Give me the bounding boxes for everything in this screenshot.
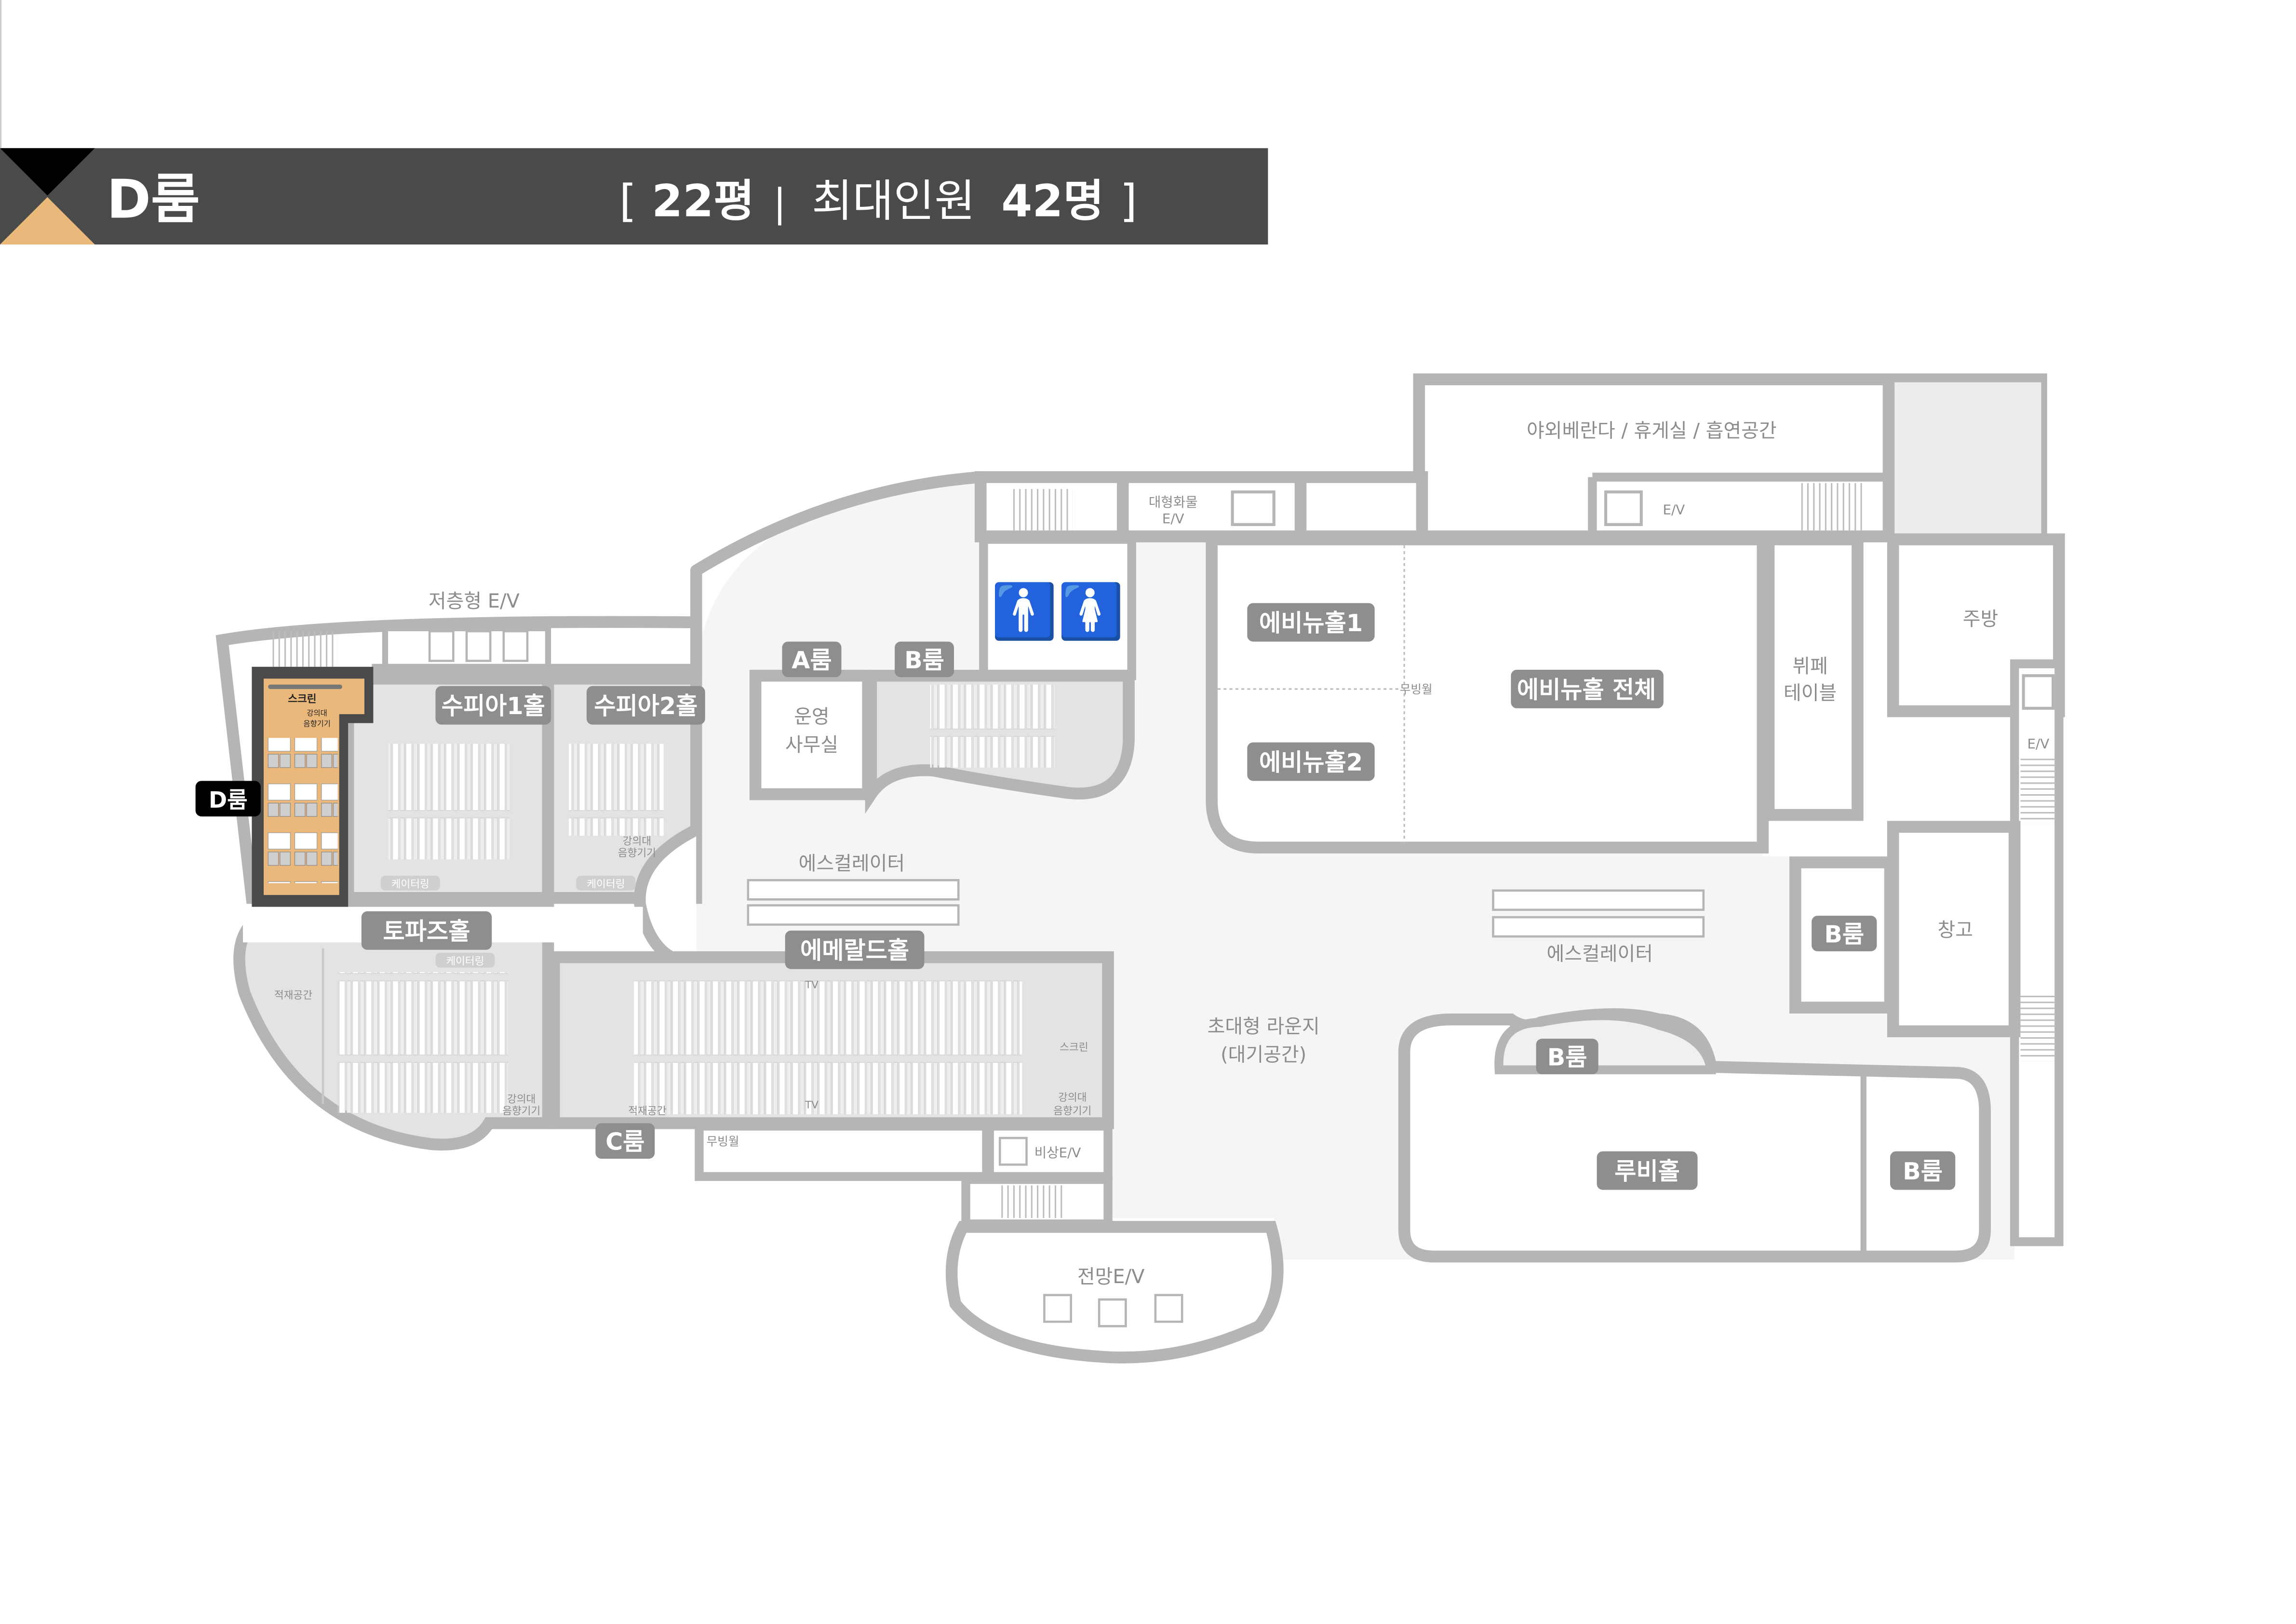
buffet-label-2: 테이블 bbox=[1784, 682, 1837, 704]
restroom-icon: 🚹🚺 bbox=[991, 581, 1124, 643]
kitchen-label: 주방 bbox=[1963, 608, 1998, 630]
header-bar bbox=[0, 148, 1268, 245]
escalator-icon bbox=[747, 904, 960, 926]
ev-right-label: E/V bbox=[2027, 736, 2049, 752]
podium-label-3: 강의대 bbox=[623, 836, 651, 848]
d-room-screen-label: 스크린 bbox=[288, 693, 316, 705]
svg-text:케이터링: 케이터링 bbox=[446, 956, 484, 968]
room-badge-b-ruby-right[interactable]: B룸 bbox=[1890, 1151, 1956, 1190]
room-badge-a[interactable]: A룸 bbox=[782, 641, 842, 677]
room-area: 22평 bbox=[652, 175, 754, 227]
svg-text:에비뉴홀1: 에비뉴홀1 bbox=[1259, 609, 1363, 637]
office-label: 운영 bbox=[794, 706, 829, 728]
podium-label-2: 강의대 bbox=[1058, 1092, 1087, 1104]
bracket-open: [ bbox=[619, 175, 636, 227]
room-badge-c[interactable]: C룸 bbox=[595, 1123, 655, 1159]
header-corner-accent bbox=[0, 197, 95, 245]
d-room-podium-label: 강의대 bbox=[307, 709, 327, 717]
room-badge-sophia2[interactable]: 수피아2홀 bbox=[586, 686, 705, 725]
catering-tag: 케이터링 bbox=[576, 876, 636, 891]
room-badge-avenue-all[interactable]: 에비뉴홀 전체 bbox=[1511, 669, 1664, 708]
escalator-icon bbox=[747, 879, 960, 901]
bracket-close: ] bbox=[1120, 175, 1137, 227]
tv-label: TV bbox=[805, 979, 819, 991]
svg-text:에비뉴홀2: 에비뉴홀2 bbox=[1259, 748, 1363, 776]
storage-space-label-2: 적재공간 bbox=[628, 1105, 666, 1117]
svg-text:B룸: B룸 bbox=[1903, 1157, 1943, 1185]
svg-text:D룸: D룸 bbox=[209, 787, 248, 813]
freight-elevator-icon bbox=[1231, 490, 1276, 526]
freight-ev-label: 대형화물 bbox=[1149, 494, 1198, 510]
d-room-highlight: 스크린 강의대 음향기기 bbox=[252, 666, 374, 907]
room-badge-b-top[interactable]: B룸 bbox=[895, 641, 954, 677]
room-badge-avenue1[interactable]: 에비뉴홀1 bbox=[1247, 603, 1375, 642]
storage-label: 창고 bbox=[1937, 919, 1973, 941]
emergency-ev-label: 비상E/V bbox=[1034, 1145, 1081, 1161]
lounge-label: 초대형 라운지 bbox=[1208, 1015, 1320, 1038]
svg-text:케이터링: 케이터링 bbox=[391, 879, 430, 891]
view-ev-label: 전망E/V bbox=[1077, 1266, 1144, 1288]
d-room-audio-label: 음향기기 bbox=[303, 719, 331, 728]
svg-text:에메랄드홀: 에메랄드홀 bbox=[800, 936, 909, 964]
elevator-icon bbox=[1604, 490, 1643, 526]
svg-text:A룸: A룸 bbox=[792, 646, 832, 674]
audio-label-3: 음향기기 bbox=[618, 847, 656, 859]
escalator-icon bbox=[1492, 889, 1705, 911]
audio-label: 음향기기 bbox=[502, 1105, 540, 1117]
svg-text:B룸: B룸 bbox=[1824, 920, 1864, 948]
elevator-icon bbox=[2022, 674, 2055, 710]
header-separator: | bbox=[773, 181, 786, 226]
ev-top-label: E/V bbox=[1663, 501, 1685, 517]
svg-text:수피아1홀: 수피아1홀 bbox=[442, 692, 545, 720]
terrace-label: 야외베란다 / 휴게실 / 흡연공간 bbox=[1527, 420, 1777, 442]
svg-text:B룸: B룸 bbox=[904, 646, 944, 674]
svg-text:루비홀: 루비홀 bbox=[1614, 1157, 1680, 1185]
room-badge-avenue2[interactable]: 에비뉴홀2 bbox=[1247, 742, 1375, 781]
svg-text:수피아2홀: 수피아2홀 bbox=[594, 692, 698, 720]
svg-text:C룸: C룸 bbox=[605, 1128, 644, 1156]
svg-text:B룸: B룸 bbox=[1547, 1043, 1587, 1071]
catering-tag: 케이터링 bbox=[380, 876, 440, 891]
svg-text:토파즈홀: 토파즈홀 bbox=[383, 917, 470, 945]
room-badge-emerald[interactable]: 에메랄드홀 bbox=[785, 930, 925, 969]
room-badge-b-right[interactable]: B룸 bbox=[1812, 916, 1877, 951]
screen-label: 스크린 bbox=[1060, 1042, 1088, 1054]
svg-text:에비뉴홀 전체: 에비뉴홀 전체 bbox=[1517, 676, 1656, 704]
lounge-label-2: (대기공간) bbox=[1221, 1043, 1306, 1066]
room-title: D룸 bbox=[107, 169, 200, 231]
d-room-badge[interactable]: D룸 bbox=[195, 781, 261, 817]
catering-tag: 케이터링 bbox=[435, 952, 495, 968]
escalator-icon bbox=[1492, 916, 1705, 938]
capacity-label: 최대인원 bbox=[812, 175, 975, 227]
storage-space-label: 적재공간 bbox=[274, 989, 312, 1001]
room-badge-b-ruby-top[interactable]: B룸 bbox=[1536, 1039, 1598, 1074]
freight-ev-label-2: E/V bbox=[1162, 511, 1184, 527]
audio-label-2: 음향기기 bbox=[1053, 1105, 1091, 1117]
header-corner-dark bbox=[0, 148, 95, 196]
moving-wall-label-2: 무빙월 bbox=[707, 1134, 739, 1148]
svg-text:케이터링: 케이터링 bbox=[587, 879, 625, 891]
moving-wall-label: 무빙월 bbox=[1400, 682, 1433, 696]
emergency-elevator-icon bbox=[998, 1137, 1028, 1166]
podium-label: 강의대 bbox=[507, 1093, 536, 1105]
capacity-value: 42명 bbox=[1001, 175, 1104, 227]
office-label-2: 사무실 bbox=[785, 734, 838, 756]
escalator-label-2: 에스컬레이터 bbox=[1547, 943, 1653, 965]
room-badge-topaz[interactable]: 토파즈홀 bbox=[361, 911, 492, 950]
tv-label-2: TV bbox=[805, 1099, 819, 1111]
escalator-label: 에스컬레이터 bbox=[799, 853, 905, 875]
room-header: D룸 [ 22평 | 최대인원 42명 ] bbox=[0, 148, 1268, 245]
low-ev-label: 저층형 E/V bbox=[429, 590, 520, 612]
buffet-label: 뷔페 bbox=[1792, 655, 1827, 677]
room-badge-ruby[interactable]: 루비홀 bbox=[1597, 1151, 1698, 1190]
room-badge-sophia1[interactable]: 수피아1홀 bbox=[435, 686, 551, 725]
